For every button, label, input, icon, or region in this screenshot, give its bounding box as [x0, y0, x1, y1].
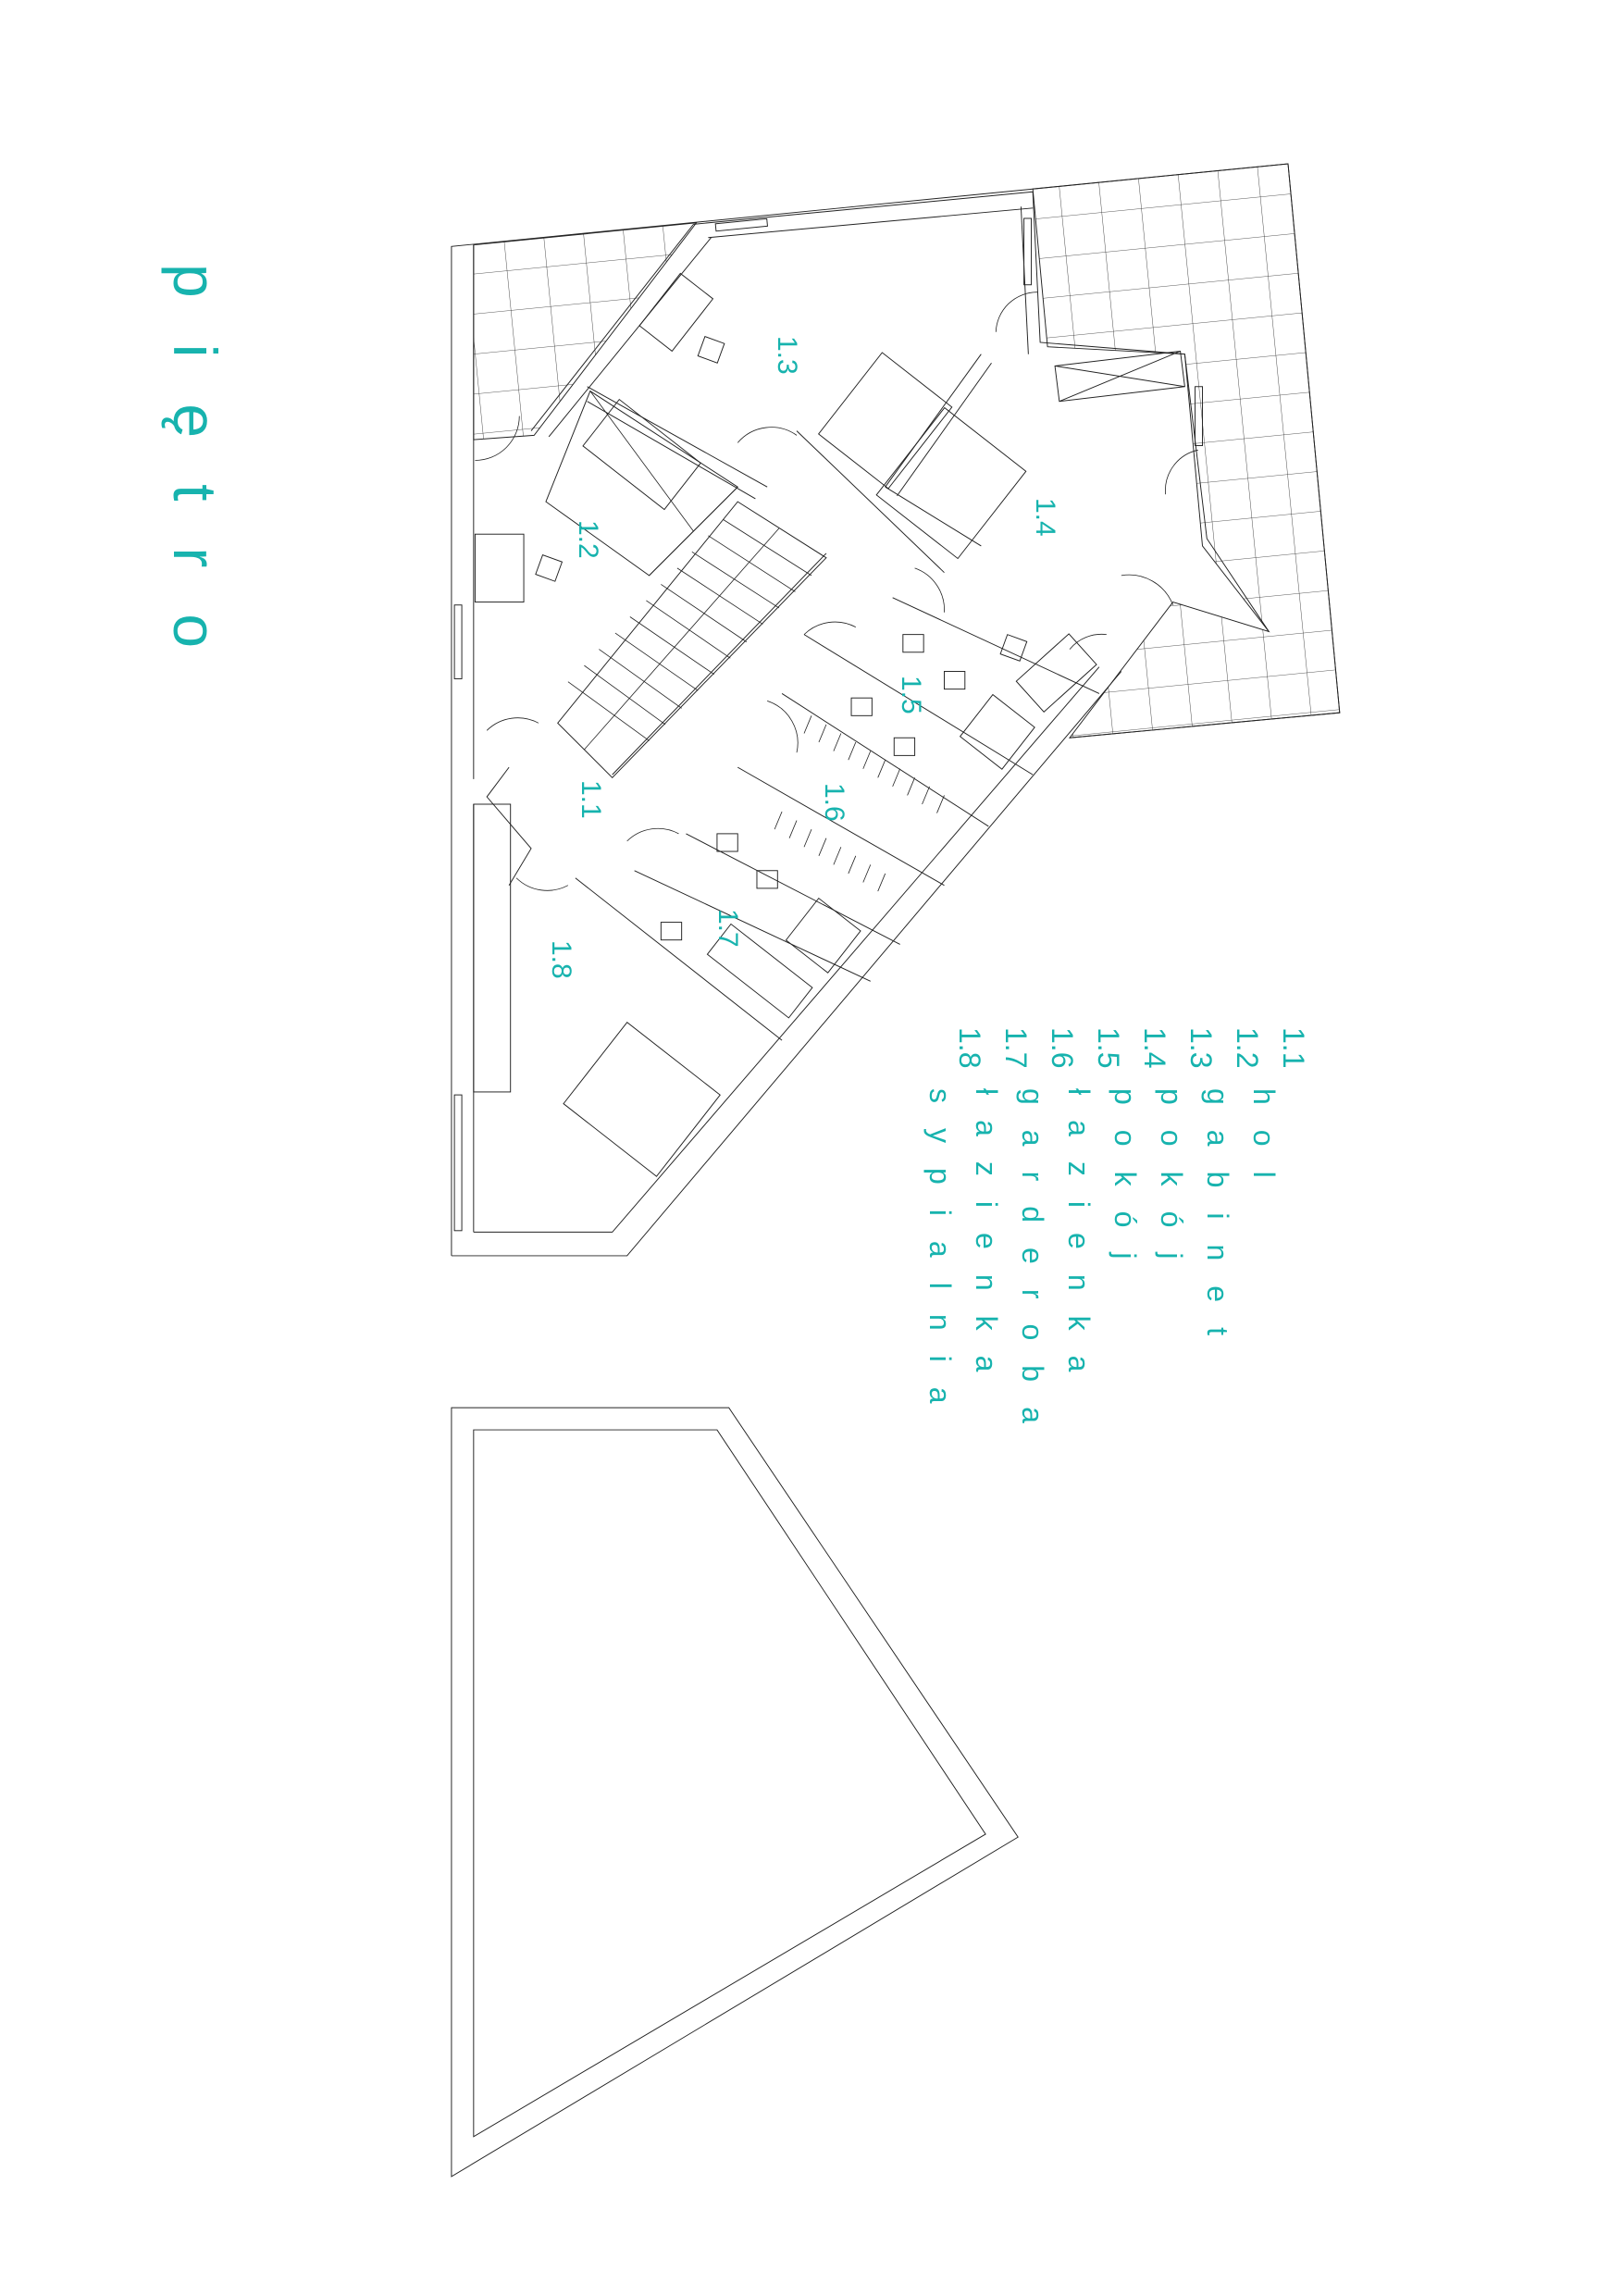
room-label-1-8: 1.8 — [546, 940, 576, 979]
closet-1-8 — [473, 803, 512, 1093]
legend-item: 1.5 łazienka — [1062, 1027, 1125, 1397]
wall — [587, 401, 756, 500]
shower-1-7 — [785, 897, 861, 974]
sink — [756, 870, 778, 889]
stair-steps — [567, 518, 812, 751]
wall — [892, 597, 1100, 694]
wall — [634, 870, 871, 982]
legend-number: 1.2 — [1231, 1027, 1264, 1069]
legend-item: 1.7 łazienka — [970, 1027, 1033, 1397]
room-label-1-3: 1.3 — [772, 336, 802, 375]
legend-name: hol — [1247, 1088, 1281, 1203]
legend-item: 1.3 pokój — [1155, 1027, 1218, 1285]
legend-item: 1.4 pokój — [1109, 1027, 1171, 1285]
legend-number: 1.8 — [953, 1027, 986, 1069]
room-label-1-5: 1.5 — [896, 676, 926, 714]
chair — [535, 553, 564, 582]
wall — [530, 224, 694, 431]
lower-outline-inner — [473, 1429, 986, 2138]
legend-item: 1.8 sypialnia — [923, 1027, 986, 1429]
wall — [897, 362, 992, 497]
legend-number: 1.6 — [1046, 1027, 1079, 1069]
lower-outline-outer — [451, 1407, 1019, 2178]
wall — [708, 207, 1034, 239]
sink — [716, 833, 738, 852]
legend-name: sypialnia — [923, 1088, 957, 1429]
bathtub — [706, 923, 813, 1019]
desk-1-3 — [638, 272, 714, 353]
wall — [885, 486, 982, 547]
wall — [575, 877, 783, 1041]
wall — [1020, 206, 1029, 354]
window-left-1 — [453, 604, 463, 679]
desk-1-4 — [1015, 633, 1097, 713]
outer-wall-diagonal — [451, 671, 1122, 1257]
legend-name: pokój — [1155, 1088, 1188, 1285]
wall — [587, 386, 768, 488]
grid-rack — [582, 398, 701, 511]
bed-1-8 — [563, 1021, 721, 1177]
terrace-left — [473, 222, 698, 441]
wall — [885, 354, 982, 488]
bed-1-3 — [817, 352, 953, 490]
door-swings — [475, 292, 1198, 891]
wall — [612, 552, 827, 776]
legend-item: 1.2 gabinet — [1201, 1027, 1264, 1360]
room-label-1-4: 1.4 — [1030, 498, 1060, 537]
chair — [697, 335, 725, 364]
wall — [548, 237, 712, 438]
desk-1-2 — [474, 533, 525, 603]
page-title: piętro — [161, 264, 229, 695]
window-top — [714, 217, 768, 232]
sink — [893, 737, 916, 756]
legend-name: garderoba — [1016, 1088, 1049, 1448]
window-left-2 — [453, 1094, 463, 1232]
legend-number: 1.4 — [1138, 1027, 1171, 1069]
legend-number: 1.7 — [999, 1027, 1033, 1069]
wall — [737, 766, 945, 887]
sink — [660, 922, 683, 941]
legend-number: 1.5 — [1092, 1027, 1125, 1069]
wall — [693, 191, 1034, 225]
bed-1-4 — [875, 406, 1027, 560]
wall — [686, 833, 900, 945]
wall — [486, 766, 532, 886]
outer-wall — [451, 163, 1341, 1256]
legend-item: 1.1 hol — [1247, 1027, 1310, 1203]
terrace-right — [1032, 163, 1341, 738]
sink — [944, 671, 966, 690]
wall — [796, 430, 945, 574]
legend-name: gabinet — [1201, 1088, 1234, 1360]
sink — [902, 634, 924, 653]
shower-1-5 — [959, 693, 1035, 770]
staircase — [557, 501, 827, 778]
legend-name: łazienka — [970, 1088, 1003, 1397]
room-label-1-2: 1.2 — [573, 520, 603, 559]
hangers-1-6 — [774, 715, 945, 892]
sink — [850, 697, 873, 716]
window-1-3 — [1023, 217, 1033, 286]
legend-name: pokój — [1109, 1088, 1142, 1285]
legend-name: łazienka — [1062, 1088, 1096, 1397]
legend-number: 1.1 — [1277, 1027, 1310, 1069]
room-label-1-7: 1.7 — [712, 909, 743, 948]
wall — [1032, 192, 1270, 632]
inner-wall-diagonal — [473, 666, 1100, 1233]
room-label-1-6: 1.6 — [819, 783, 849, 822]
wall — [803, 634, 1034, 776]
legend-number: 1.3 — [1184, 1027, 1218, 1069]
legend-item: 1.6 garderoba — [1016, 1027, 1079, 1448]
chair — [999, 634, 1028, 662]
room-label-1-1: 1.1 — [576, 780, 606, 819]
window-1-4 — [1195, 386, 1203, 447]
